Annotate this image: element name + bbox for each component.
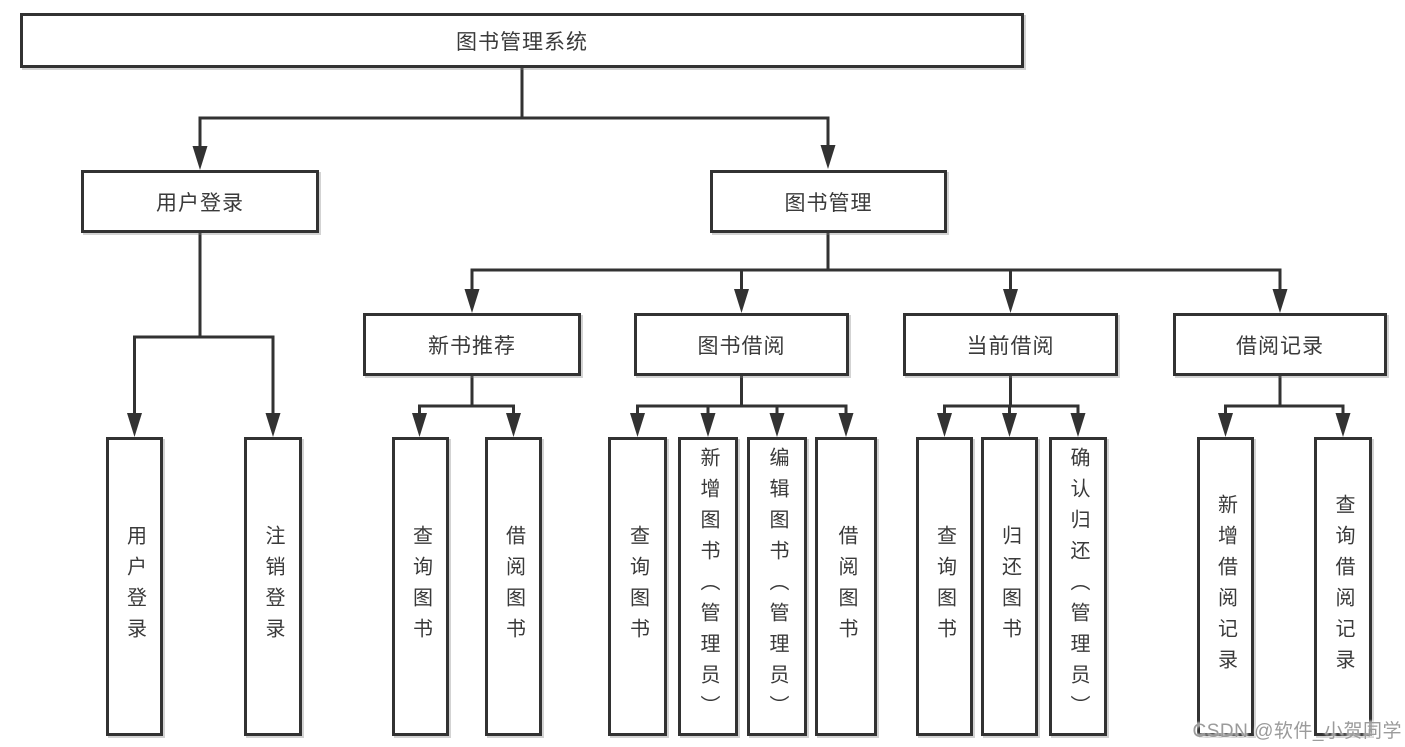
leaf-return-books: 归还图书 [981,437,1038,736]
leaf-label: 借阅图书 [835,524,857,649]
node-book-management: 图书管理 [710,170,947,233]
node-label: 当前借阅 [966,334,1055,358]
leaf-confirm-return-admin: 确认归还（管理员） [1049,437,1107,736]
leaf-borrow-books-recommendation: 借阅图书 [485,437,542,736]
leaf-query-books-recommendation: 查询图书 [392,437,449,736]
leaf-logout: 注销登录 [244,437,302,736]
node-user-login: 用户登录 [81,170,319,233]
leaf-borrow-books: 借阅图书 [815,437,877,736]
leaf-query-books-borrowing: 查询图书 [608,437,667,736]
leaf-query-borrow-record: 查询借阅记录 [1314,437,1372,736]
node-label: 图书管理系统 [456,30,588,54]
leaf-user-login: 用户登录 [106,437,163,736]
node-label: 图书借阅 [697,334,786,358]
leaf-label: 查询借阅记录 [1332,493,1354,680]
arrowheads [127,145,1351,437]
connector-lines [133,66,1345,418]
leaf-label: 归还图书 [998,524,1021,649]
leaf-query-books-current: 查询图书 [916,437,973,736]
node-new-book-recommendation: 新书推荐 [363,313,581,376]
node-label: 新书推荐 [428,334,516,358]
leaf-label: 注销登录 [262,524,284,649]
leaf-label: 查询图书 [626,524,649,649]
leaf-add-books-admin: 新增图书（管理员） [678,437,738,736]
leaf-add-borrow-record: 新增借阅记录 [1197,437,1254,736]
node-book-borrowing: 图书借阅 [634,313,849,376]
node-borrowing-records: 借阅记录 [1173,313,1387,376]
leaf-edit-books-admin: 编辑图书（管理员） [747,437,807,736]
leaf-label: 用户登录 [123,524,146,649]
leaf-label: 借阅图书 [502,524,525,649]
leaf-label: 新增借阅记录 [1214,493,1237,680]
node-label: 借阅记录 [1236,334,1324,358]
node-library-management-system: 图书管理系统 [20,13,1024,68]
leaf-label: 查询图书 [409,524,432,649]
leaf-label: 编辑图书（管理员） [766,447,788,726]
leaf-label: 新增图书（管理员） [697,447,719,726]
node-label: 图书管理 [784,191,873,215]
node-current-borrowing: 当前借阅 [903,313,1118,376]
leaf-label: 确认归还（管理员） [1067,447,1089,726]
leaf-label: 查询图书 [933,524,956,649]
node-label: 用户登录 [156,191,244,215]
csdn-watermark: CSDN @软件_小贺同学 [1192,721,1402,742]
